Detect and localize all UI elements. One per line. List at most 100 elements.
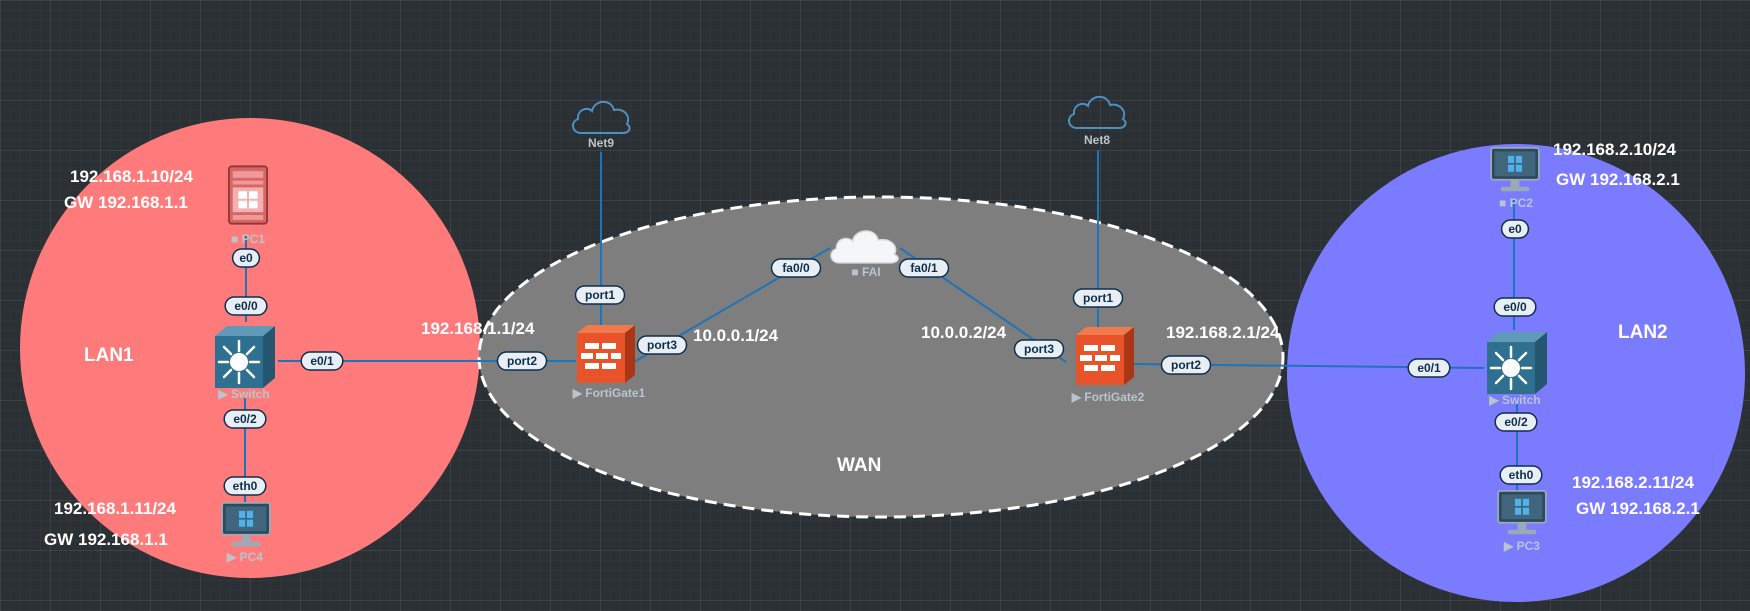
net8-cloud[interactable]: Net8 xyxy=(1067,95,1127,147)
port-label-pc3-eth0: eth0 xyxy=(1499,465,1543,485)
pc3-gw: GW 192.168.2.1 xyxy=(1576,499,1700,518)
port-label-bg xyxy=(1494,412,1538,432)
net9-cloud-icon xyxy=(571,100,631,134)
switch1-node[interactable]: ▶ Switch xyxy=(213,324,277,401)
port-label-fai-fa0-0: fa0/0 xyxy=(770,258,822,278)
port-label-text: port3 xyxy=(647,338,677,352)
port-label-bg xyxy=(898,258,950,278)
port-label-fg1-port1: port1 xyxy=(574,285,626,305)
port-label-bg xyxy=(1499,465,1543,485)
fortigate2-lan-ip: 192.168.2.1/24 xyxy=(1166,323,1280,342)
pc1-label: ■ PC1 xyxy=(231,232,265,246)
port-label-fg1-port2: port2 xyxy=(496,351,548,371)
port-label-bg xyxy=(223,476,267,496)
port-label-text: fa0/1 xyxy=(910,261,938,275)
port-label-text: port1 xyxy=(585,288,615,302)
pc2-gw: GW 192.168.2.1 xyxy=(1556,170,1680,189)
wan-label: WAN xyxy=(837,455,881,476)
port-label-pc1-e0: e0 xyxy=(231,248,261,268)
wan-zone xyxy=(477,195,1285,519)
pc2-label: ■ PC2 xyxy=(1499,196,1533,210)
port-label-fai-fa0-1: fa0/1 xyxy=(898,258,950,278)
fortigate2-node[interactable]: ▶ FortiGate2 xyxy=(1071,327,1145,404)
net9-label: Net9 xyxy=(588,136,614,150)
fai-cloud[interactable]: ■ FAI xyxy=(830,230,899,279)
firewall-icon xyxy=(577,325,635,383)
port-label-fg2-port2: port2 xyxy=(1160,355,1212,375)
port-label-text: port3 xyxy=(1024,342,1054,356)
pc4-gw: GW 192.168.1.1 xyxy=(44,530,168,549)
switch1-label: ▶ Switch xyxy=(217,387,269,401)
fortigate2-label: ▶ FortiGate2 xyxy=(1071,390,1145,404)
port-label-bg xyxy=(1072,288,1124,308)
port-label-bg xyxy=(496,351,548,371)
port-label-text: e0 xyxy=(239,251,253,265)
switch2-node[interactable]: ▶ Switch xyxy=(1485,330,1549,407)
server-tower-icon xyxy=(227,165,269,225)
port-label-text: e0/2 xyxy=(233,412,257,426)
port-label-fg2-port3: port3 xyxy=(1013,339,1065,359)
port-label-bg xyxy=(574,285,626,305)
pc3-ip: 192.168.2.11/24 xyxy=(1572,473,1695,492)
port-label-text: port1 xyxy=(1083,291,1113,305)
port-label-fg1-port3: port3 xyxy=(636,335,688,355)
port-label-sw2-e0-0: e0/0 xyxy=(1493,297,1537,317)
lan1-label: LAN1 xyxy=(84,345,134,366)
port-label-text: port2 xyxy=(507,354,537,368)
pc4-label: ▶ PC4 xyxy=(226,550,263,564)
port-label-bg xyxy=(1493,297,1537,317)
port-label-bg xyxy=(770,258,822,278)
fai-label: ■ FAI xyxy=(851,265,880,279)
port-label-bg xyxy=(1500,219,1530,239)
pc4-node[interactable]: ▶ PC4 xyxy=(221,502,271,564)
port-label-bg xyxy=(1013,339,1065,359)
port-label-sw1-e0-0: e0/0 xyxy=(224,296,268,316)
port-label-fg2-port1: port1 xyxy=(1072,288,1124,308)
port-label-text: port2 xyxy=(1171,358,1201,372)
port-label-bg xyxy=(300,351,344,371)
pc1-gw: GW 192.168.1.1 xyxy=(64,193,188,212)
port-label-sw1-e0-1: e0/1 xyxy=(300,351,344,371)
pc1-ip: 192.168.1.10/24 xyxy=(70,167,193,186)
net8-label: Net8 xyxy=(1084,133,1110,147)
port-label-text: e0/2 xyxy=(1504,415,1528,429)
fortigate2-wan-ip: 10.0.0.2/24 xyxy=(921,323,1007,342)
fortigate1-wan-ip: 10.0.0.1/24 xyxy=(693,326,779,345)
port-label-text: e0 xyxy=(1508,222,1522,236)
port-label-bg xyxy=(1407,358,1451,378)
switch-icon xyxy=(213,324,277,390)
port-label-bg xyxy=(231,248,261,268)
port-label-text: e0/1 xyxy=(310,354,334,368)
switch-icon xyxy=(1485,330,1549,396)
port-label-bg xyxy=(224,296,268,316)
pc3-node[interactable]: ▶ PC3 xyxy=(1497,490,1547,553)
net8-cloud-icon xyxy=(1067,95,1127,129)
port-label-bg xyxy=(1160,355,1212,375)
port-label-text: e0/0 xyxy=(1503,300,1527,314)
switch2-label: ▶ Switch xyxy=(1488,393,1540,407)
pc3-label: ▶ PC3 xyxy=(1503,539,1540,553)
port-label-text: eth0 xyxy=(233,479,258,493)
port-label-sw2-e0-1: e0/1 xyxy=(1407,358,1451,378)
port-label-bg xyxy=(223,409,267,429)
port-label-text: e0/1 xyxy=(1417,361,1441,375)
port-label-sw1-e0-2: e0/2 xyxy=(223,409,267,429)
pc4-ip: 192.168.1.11/24 xyxy=(54,499,177,518)
pc1-node[interactable]: ■ PC1 xyxy=(227,165,269,246)
port-labels: e0 e0/0 e0/1 e0/2 eth0 port2 port1 port3… xyxy=(223,219,1543,496)
net9-cloud[interactable]: Net9 xyxy=(571,100,631,150)
port-label-text: e0/0 xyxy=(234,299,258,313)
port-label-pc2-e0: e0 xyxy=(1500,219,1530,239)
pc2-ip: 192.168.2.10/24 xyxy=(1553,140,1676,159)
lan2-label: LAN2 xyxy=(1618,322,1668,343)
pc2-node[interactable]: ■ PC2 xyxy=(1490,147,1540,210)
fortigate1-lan-ip: 192.168.1.1/24 xyxy=(421,319,535,338)
fortigate1-node[interactable]: ▶ FortiGate1 xyxy=(572,325,646,400)
port-label-sw2-e0-2: e0/2 xyxy=(1494,412,1538,432)
port-label-text: eth0 xyxy=(1509,468,1534,482)
port-label-bg xyxy=(636,335,688,355)
port-label-text: fa0/0 xyxy=(782,261,810,275)
port-label-pc4-eth0: eth0 xyxy=(223,476,267,496)
firewall-icon xyxy=(1076,327,1134,385)
